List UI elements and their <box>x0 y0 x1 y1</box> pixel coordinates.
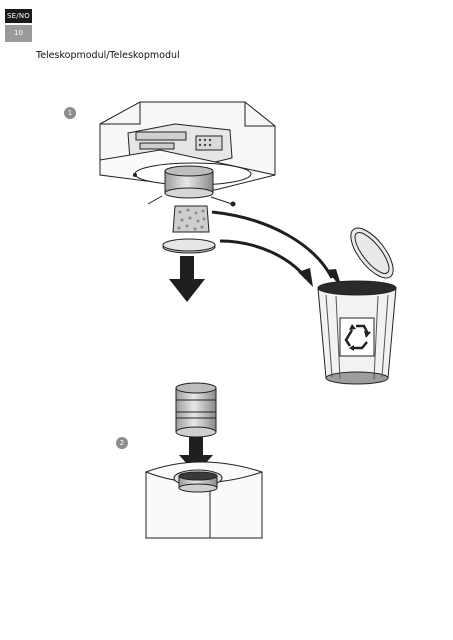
hood-body-icon <box>145 461 263 539</box>
telescope-module-icon <box>175 382 217 438</box>
filter-cassette-icon <box>172 205 210 233</box>
hood-collar-icon <box>147 165 236 207</box>
page-number: 10 <box>5 25 32 42</box>
language-tab: SE/NO <box>5 9 32 23</box>
recycling-bin-icon <box>317 227 397 385</box>
down-arrow-icon <box>169 256 205 302</box>
curved-arrow-icon <box>211 210 334 279</box>
down-arrow-icon <box>179 437 213 474</box>
page-title: Teleskopmodul/Teleskopmodul <box>36 50 180 61</box>
recycle-symbol-icon <box>344 324 370 350</box>
step-badge-1: 1 <box>64 107 76 119</box>
step-badge-2: 2 <box>116 437 128 449</box>
filter-ring-icon <box>162 238 216 254</box>
